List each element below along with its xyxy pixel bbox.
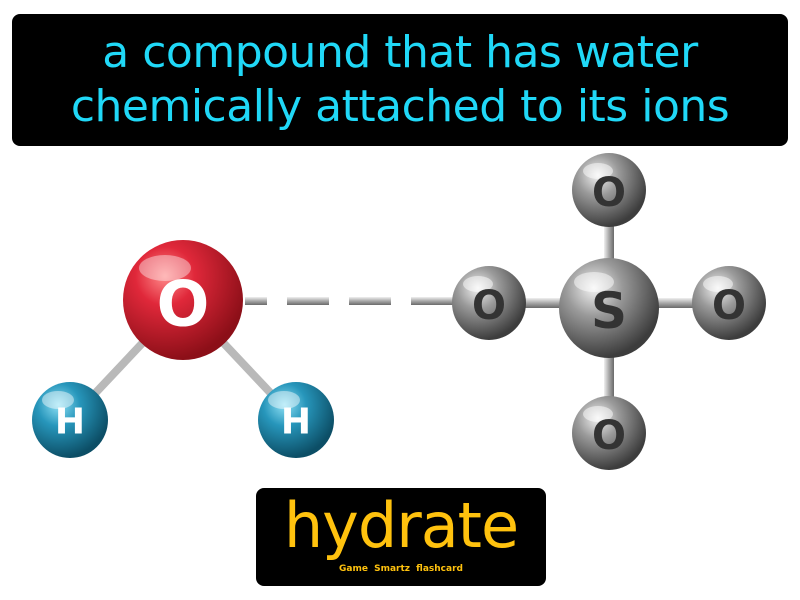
atom-oxygen-sulfate-right: O — [692, 266, 766, 340]
hydrogen-bond-dashes — [245, 297, 453, 305]
atom-label-oxygen-sulfate-right: O — [712, 283, 746, 329]
atom-oxygen-water: O — [123, 240, 243, 360]
atom-label-oxygen-sulfate-left: O — [472, 283, 506, 329]
atom-label-hydrogen-right: H — [281, 402, 311, 443]
atom-label-sulfur: S — [591, 282, 627, 340]
term-box: hydrate Game Smartz flashcard — [256, 488, 546, 586]
definition-box: a compound that has water chemically att… — [12, 14, 788, 146]
atom-oxygen-sulfate-left: O — [452, 266, 526, 340]
definition-line-1: a compound that has water — [102, 27, 698, 78]
bond-o-s-left — [520, 298, 570, 308]
atom-oxygen-sulfate-top: O — [572, 153, 646, 227]
bond-s-o-top — [604, 210, 614, 270]
bond-s-o-bottom — [604, 350, 614, 400]
atom-sulfur: S — [559, 258, 659, 358]
definition-line-2: chemically attached to its ions — [70, 81, 730, 132]
term-title: hydrate — [283, 489, 519, 562]
atom-label-oxygen-sulfate-top: O — [592, 170, 626, 216]
atom-label-oxygen-water: O — [157, 268, 210, 341]
atom-oxygen-sulfate-bottom: O — [572, 396, 646, 470]
sulfate-ion: O O O O S — [452, 153, 766, 470]
atom-label-oxygen-sulfate-bottom: O — [592, 413, 626, 459]
water-molecule: H H O — [32, 240, 334, 458]
brand-caption: Game Smartz flashcard — [339, 564, 463, 574]
atom-hydrogen-left: H — [32, 382, 108, 458]
atom-hydrogen-right: H — [258, 382, 334, 458]
bond-s-o-right — [655, 298, 705, 308]
atom-label-hydrogen-left: H — [55, 402, 85, 443]
